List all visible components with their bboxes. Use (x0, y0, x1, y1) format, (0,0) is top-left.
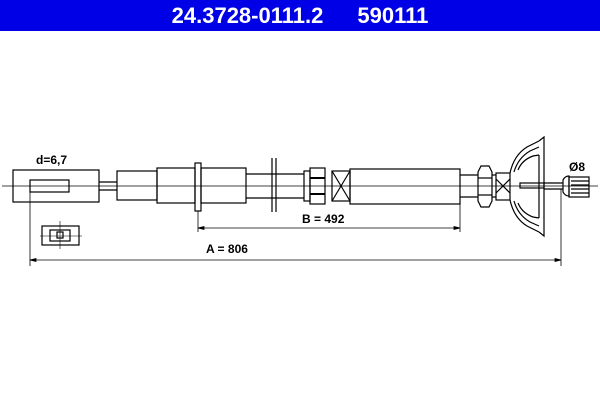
outer-casing (246, 173, 304, 199)
cross-section-symbol (40, 221, 82, 249)
dimension-line-a (29, 257, 562, 263)
title-bar: 24.3728-0111.2 590111 (0, 0, 600, 31)
sleeve-1 (116, 170, 158, 201)
sleeve-2 (156, 167, 196, 204)
eye-end-fitting (12, 169, 100, 203)
extension-lines (29, 189, 562, 266)
dust-boot (509, 135, 545, 238)
end-nipple (562, 175, 590, 198)
flange-left (194, 162, 202, 212)
end-rod (544, 182, 563, 190)
inner-pin (519, 182, 545, 189)
threaded-fitting (303, 167, 351, 205)
dimension-line-b (197, 225, 461, 231)
inner-thread-2 (492, 174, 496, 198)
sleeve-3 (200, 167, 247, 204)
square-block (495, 172, 511, 201)
part-number: 24.3728-0111.2 (171, 3, 324, 28)
adjuster-tube (349, 168, 461, 205)
lock-nut (477, 165, 493, 208)
label-dimension-b: B = 492 (302, 212, 345, 226)
adjuster-thread (460, 174, 478, 198)
label-eye-diameter: d=6,7 (36, 153, 68, 167)
inner-wire-left (99, 181, 117, 191)
reference-number: 590111 (357, 3, 429, 28)
label-end-diameter: Ø8 (569, 160, 586, 174)
break-mark (271, 158, 277, 212)
label-dimension-a: A = 806 (206, 242, 248, 256)
